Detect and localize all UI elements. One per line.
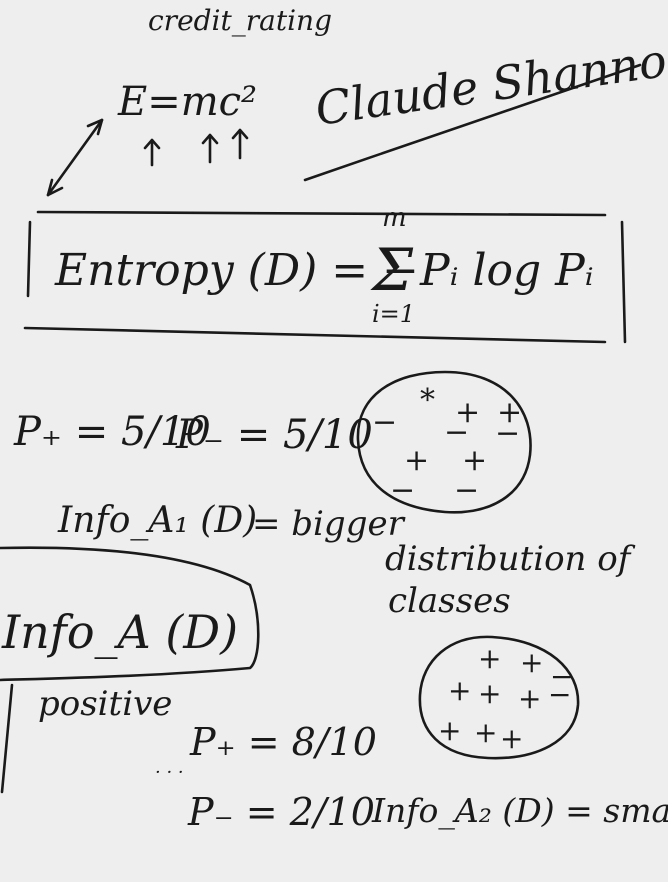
left-bracket-line (0, 683, 14, 794)
class-circle-1: − * + + − − + + − − (356, 370, 532, 514)
positive-text: positive (38, 684, 172, 724)
circle-1-mark: + (497, 395, 522, 430)
circle-2-mark: + (448, 674, 471, 707)
entropy-box-right (620, 220, 627, 344)
circle-1-mark: + (462, 443, 487, 478)
p-minus-2-text: P₋ = 2/10 (187, 790, 375, 834)
distribution-text: distribution of (385, 539, 636, 579)
circle-2-mark: + (478, 677, 501, 710)
sum-lower-text: i=1 (372, 300, 415, 328)
circle-1-mark: − (495, 416, 520, 451)
circle-1-mark: − (372, 405, 397, 440)
circle-2-mark: + (438, 714, 461, 747)
circle-1-mark: − (454, 473, 479, 508)
class-circle-2: + + − + + + − + + + (418, 635, 580, 760)
circle-2-mark: − (548, 678, 571, 711)
shannon-underline (303, 63, 642, 182)
circle-1-mark: + (455, 395, 480, 430)
p-minus-1-text: P₋ = 5/10 (175, 412, 373, 458)
circle-1-mark: − (444, 415, 469, 450)
circle-2-mark: + (500, 722, 523, 755)
info-a2-text: Info_A₂ (D) = smaller (371, 791, 668, 831)
stray-marks-text: · · · (155, 762, 184, 783)
p-plus-1-text: P₊ = 5/10 (13, 409, 211, 455)
circle-1-mark: − (390, 473, 415, 508)
info-a-text: Info_A (D) (1, 605, 238, 659)
entropy-box-bottom (23, 326, 607, 344)
entropy-lhs-text: Entropy (D) = − (54, 245, 419, 296)
circle-2-mark: + (478, 642, 501, 675)
emc2-text: E=mc² (117, 79, 257, 125)
circle-1-mark: + (404, 443, 429, 478)
sum-upper-text: m (382, 203, 407, 233)
entropy-box-top (36, 210, 607, 217)
entropy-box-left (26, 220, 32, 298)
p-plus-2-text: P₊ = 8/10 (189, 720, 377, 764)
info-a-box (0, 546, 260, 682)
claude-shannon-text: Claude Shannon (312, 29, 668, 136)
emc2-pointer-arrows (46, 118, 249, 197)
circle-2-mark: − (550, 660, 573, 693)
entropy-term-text: Pᵢ log Pᵢ (419, 245, 594, 296)
info-a1-text: Info_A₁ (D) (57, 500, 257, 541)
sigma-text: Σ (370, 236, 414, 304)
circle-1-mark: * (420, 383, 435, 418)
bigger-text: = bigger (252, 504, 406, 544)
credit-rating-text: credit_rating (148, 4, 332, 37)
circle-2-mark: + (518, 682, 541, 715)
circle-2-mark: + (474, 716, 497, 749)
classes-text: classes (388, 581, 511, 621)
circle-2-mark: + (520, 646, 543, 679)
